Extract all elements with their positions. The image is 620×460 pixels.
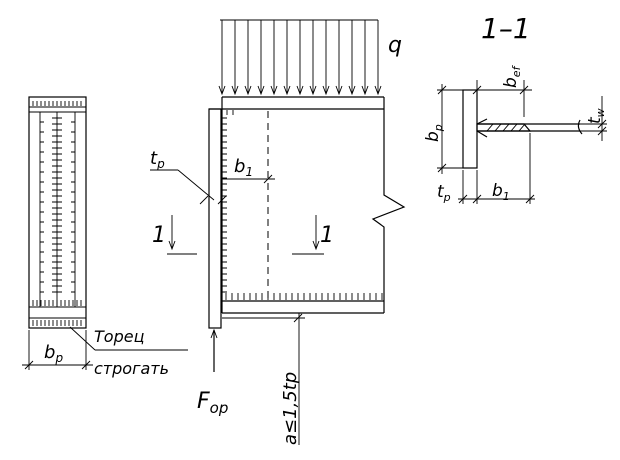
label-tp-section: tp — [437, 182, 451, 204]
dimension-bp-side — [22, 330, 93, 370]
label-a-limit: a≤1,5tp — [280, 372, 301, 445]
stiffener-side-view: bp Торец строгать — [22, 96, 188, 378]
label-b1-elev: b1 — [234, 156, 253, 179]
label-section-title: 1–1 — [481, 12, 531, 45]
section-marker-right — [292, 215, 324, 255]
section-marker-left — [167, 215, 197, 255]
label-section-left: 1 — [152, 223, 166, 248]
label-tw: tw — [585, 108, 607, 124]
label-fop: Fop — [197, 389, 228, 417]
distributed-load-q — [218, 19, 382, 96]
note-torec: Торец — [94, 327, 145, 346]
weld-hatching-side — [32, 101, 82, 326]
label-q: q — [388, 33, 402, 58]
label-bp-side: bp — [44, 342, 63, 365]
label-b1-section: b1 — [492, 181, 510, 203]
section-1-1: 1–1 bef bp tw — [423, 12, 607, 204]
label-bef: bef — [501, 64, 523, 88]
label-bp-section: bp — [423, 124, 445, 142]
note-strogat: строгать — [94, 359, 169, 378]
label-section-right: 1 — [320, 223, 334, 248]
label-tp-elev: tp — [150, 148, 165, 171]
girder-elevation: q tp b1 — [150, 19, 406, 445]
